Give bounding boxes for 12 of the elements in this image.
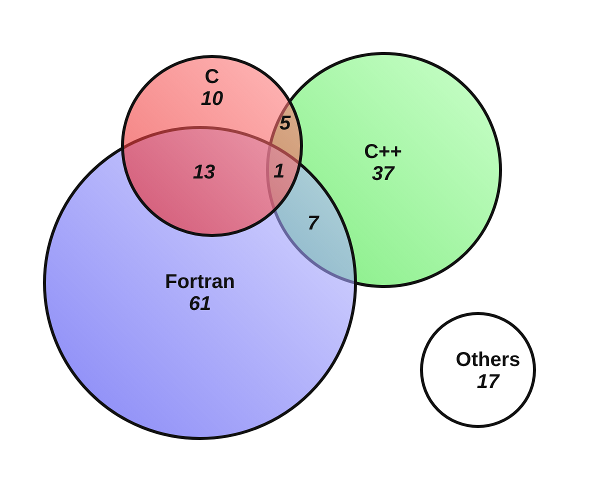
- overlap-count: 1: [273, 160, 285, 184]
- set-count: 61: [188, 293, 212, 315]
- set-count: 37: [372, 163, 394, 185]
- set-name: Fortran: [165, 271, 235, 293]
- overlap-count: 13: [192, 162, 216, 184]
- set-name: C: [204, 66, 220, 88]
- set-name: C++: [364, 141, 402, 163]
- overlap-count: 7: [307, 212, 319, 236]
- set-name: Others: [456, 349, 520, 371]
- set-count: 17: [476, 371, 500, 393]
- overlap-count: 5: [279, 112, 291, 136]
- set-count: 10: [200, 88, 224, 110]
